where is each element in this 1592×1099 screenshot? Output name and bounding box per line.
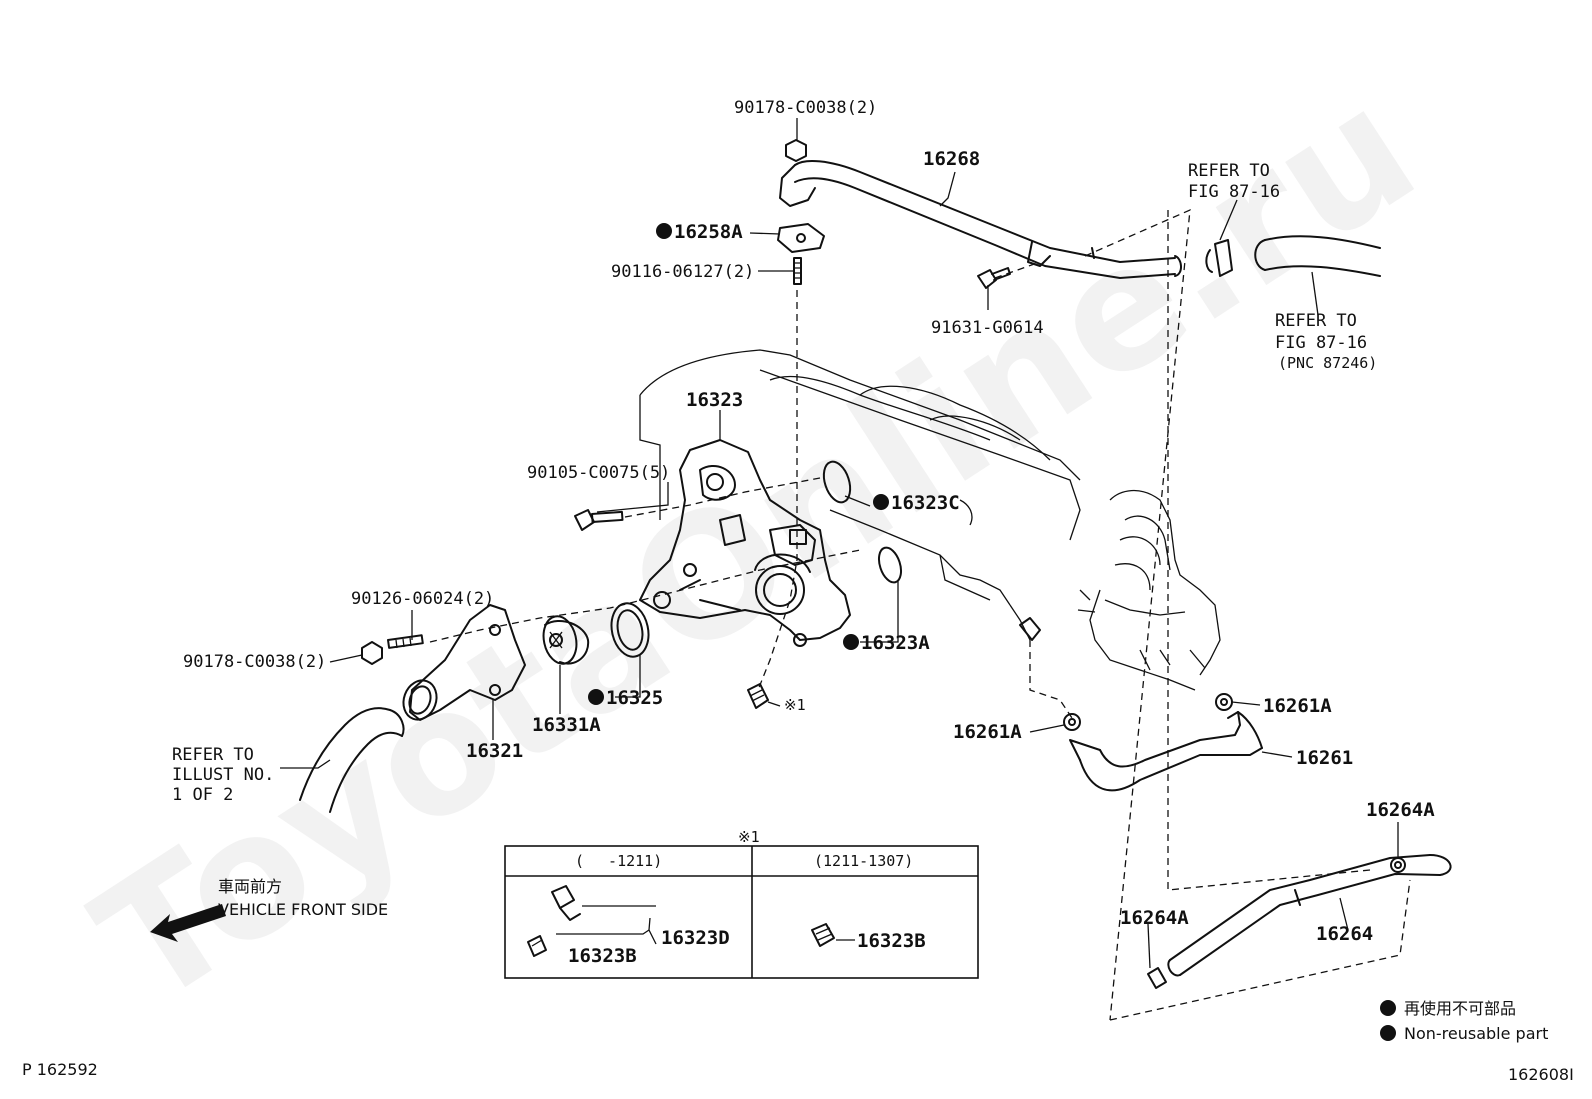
- plug-16323B-icon: [527, 935, 547, 957]
- direction-japanese: 車両前方: [218, 877, 282, 896]
- radiator-hose-left: [299, 707, 405, 813]
- sensor-note1: [747, 683, 769, 709]
- pipe-16264: [1167, 854, 1452, 977]
- label-16261A-left[interactable]: 16261A: [953, 721, 1022, 743]
- legend-dot: [1380, 1025, 1396, 1041]
- page-reference: P 162592: [22, 1060, 98, 1079]
- label-90178-left[interactable]: 90178-C0038(2): [183, 652, 326, 672]
- label-16323A[interactable]: 16323A: [861, 632, 930, 654]
- stud-90126: [387, 634, 424, 649]
- assembly-guide-lines: [429, 208, 1411, 1021]
- direction-english: VEHICLE FRONT SIDE: [218, 900, 388, 919]
- inset-col2-header: (1211-1307): [814, 852, 913, 870]
- inset-label-16323D[interactable]: 16323D: [661, 927, 730, 949]
- hose-refer-fig87: [1205, 235, 1381, 277]
- refer-top-line1: REFER TO: [1188, 161, 1270, 181]
- label-90105[interactable]: 90105-C0075(5): [527, 463, 670, 483]
- bypass-fitting: [1019, 617, 1041, 641]
- legend-dot: [1380, 1000, 1396, 1016]
- leader-lines: [280, 118, 1399, 969]
- inset-border: [504, 845, 979, 979]
- legend-japanese: 再使用不可部品: [1404, 999, 1516, 1018]
- gasket-16325: [610, 602, 650, 658]
- label-16321[interactable]: 16321: [466, 740, 523, 762]
- inset-label-16323B-b[interactable]: 16323B: [857, 930, 926, 952]
- label-16331A[interactable]: 16331A: [532, 714, 601, 736]
- clamp-16264A-bottom: [1147, 967, 1167, 989]
- inset-col1-header: ( -1211): [575, 852, 662, 870]
- legend: 再使用不可部品 Non-reusable part: [1380, 999, 1548, 1043]
- label-16258A[interactable]: 16258A: [674, 221, 743, 243]
- label-16264[interactable]: 16264: [1316, 923, 1373, 945]
- refer-left-line2[interactable]: ILLUST NO.: [172, 765, 274, 785]
- inset-title: ※1: [738, 828, 760, 846]
- label-note1[interactable]: ※1: [784, 696, 806, 714]
- cylinder-head-outline: [639, 349, 1081, 641]
- label-90178-top[interactable]: 90178-C0038(2): [734, 98, 877, 118]
- figure-id: 162608I: [1508, 1065, 1574, 1084]
- clamp-16264A-top: [1390, 857, 1406, 873]
- label-16323C[interactable]: 16323C: [891, 492, 960, 514]
- thermostat-16331A: [542, 615, 590, 665]
- clamp-16261A-left: [1063, 713, 1081, 731]
- sensor-16323D-icon: [551, 885, 581, 921]
- inset-label-16323B-a[interactable]: 16323B: [568, 945, 637, 967]
- non-reusable-dot: [656, 223, 672, 239]
- label-16264A-bottom[interactable]: 16264A: [1120, 907, 1189, 929]
- clamp-16261A-right: [1215, 693, 1233, 711]
- part-labels: 90178-C0038(2) 16268 16258A 90116-06127(…: [172, 98, 1435, 945]
- label-91631[interactable]: 91631-G0614: [931, 318, 1044, 338]
- label-90116[interactable]: 90116-06127(2): [611, 262, 754, 282]
- gasket-16258A: [777, 223, 825, 253]
- arrow-left-icon: [150, 904, 226, 942]
- bolt-90105: [574, 509, 624, 531]
- label-16325[interactable]: 16325: [606, 687, 663, 709]
- inset-note1-table: ※1 ( -1211) (1211-1307) 16323D 16323B 16…: [504, 828, 979, 979]
- legend-english: Non-reusable part: [1404, 1024, 1548, 1043]
- refer-right-line3: (PNC 87246): [1278, 354, 1377, 372]
- label-16264A-top[interactable]: 16264A: [1366, 799, 1435, 821]
- refer-left-line1: REFER TO: [172, 745, 254, 765]
- non-reusable-dot: [873, 494, 889, 510]
- plug-16323B-icon: [811, 923, 835, 947]
- water-inlet-16321: [402, 604, 526, 721]
- stud-90116: [793, 257, 802, 285]
- nut-90178-left: [361, 641, 383, 665]
- label-90126[interactable]: 90126-06024(2): [351, 589, 494, 609]
- bolt-91631: [977, 267, 1011, 289]
- label-16268[interactable]: 16268: [923, 148, 980, 170]
- non-reusable-dot: [843, 634, 859, 650]
- o-ring-16323A: [877, 546, 903, 584]
- hose-16261: [1069, 711, 1263, 792]
- non-reusable-dot: [588, 689, 604, 705]
- nut-90178-top: [785, 139, 807, 162]
- housing-16323: [639, 439, 851, 647]
- right-component: [1077, 489, 1221, 691]
- refer-left-line3: 1 OF 2: [172, 785, 233, 805]
- label-16323[interactable]: 16323: [686, 389, 743, 411]
- o-ring-16323C: [822, 460, 852, 504]
- vehicle-front-indicator: 車両前方 VEHICLE FRONT SIDE: [150, 877, 388, 942]
- refer-right-line1: REFER TO: [1275, 311, 1357, 331]
- label-16261[interactable]: 16261: [1296, 747, 1353, 769]
- label-16261A-right[interactable]: 16261A: [1263, 695, 1332, 717]
- refer-right-line2[interactable]: FIG 87-16: [1275, 333, 1367, 353]
- refer-top-line2[interactable]: FIG 87-16: [1188, 182, 1280, 202]
